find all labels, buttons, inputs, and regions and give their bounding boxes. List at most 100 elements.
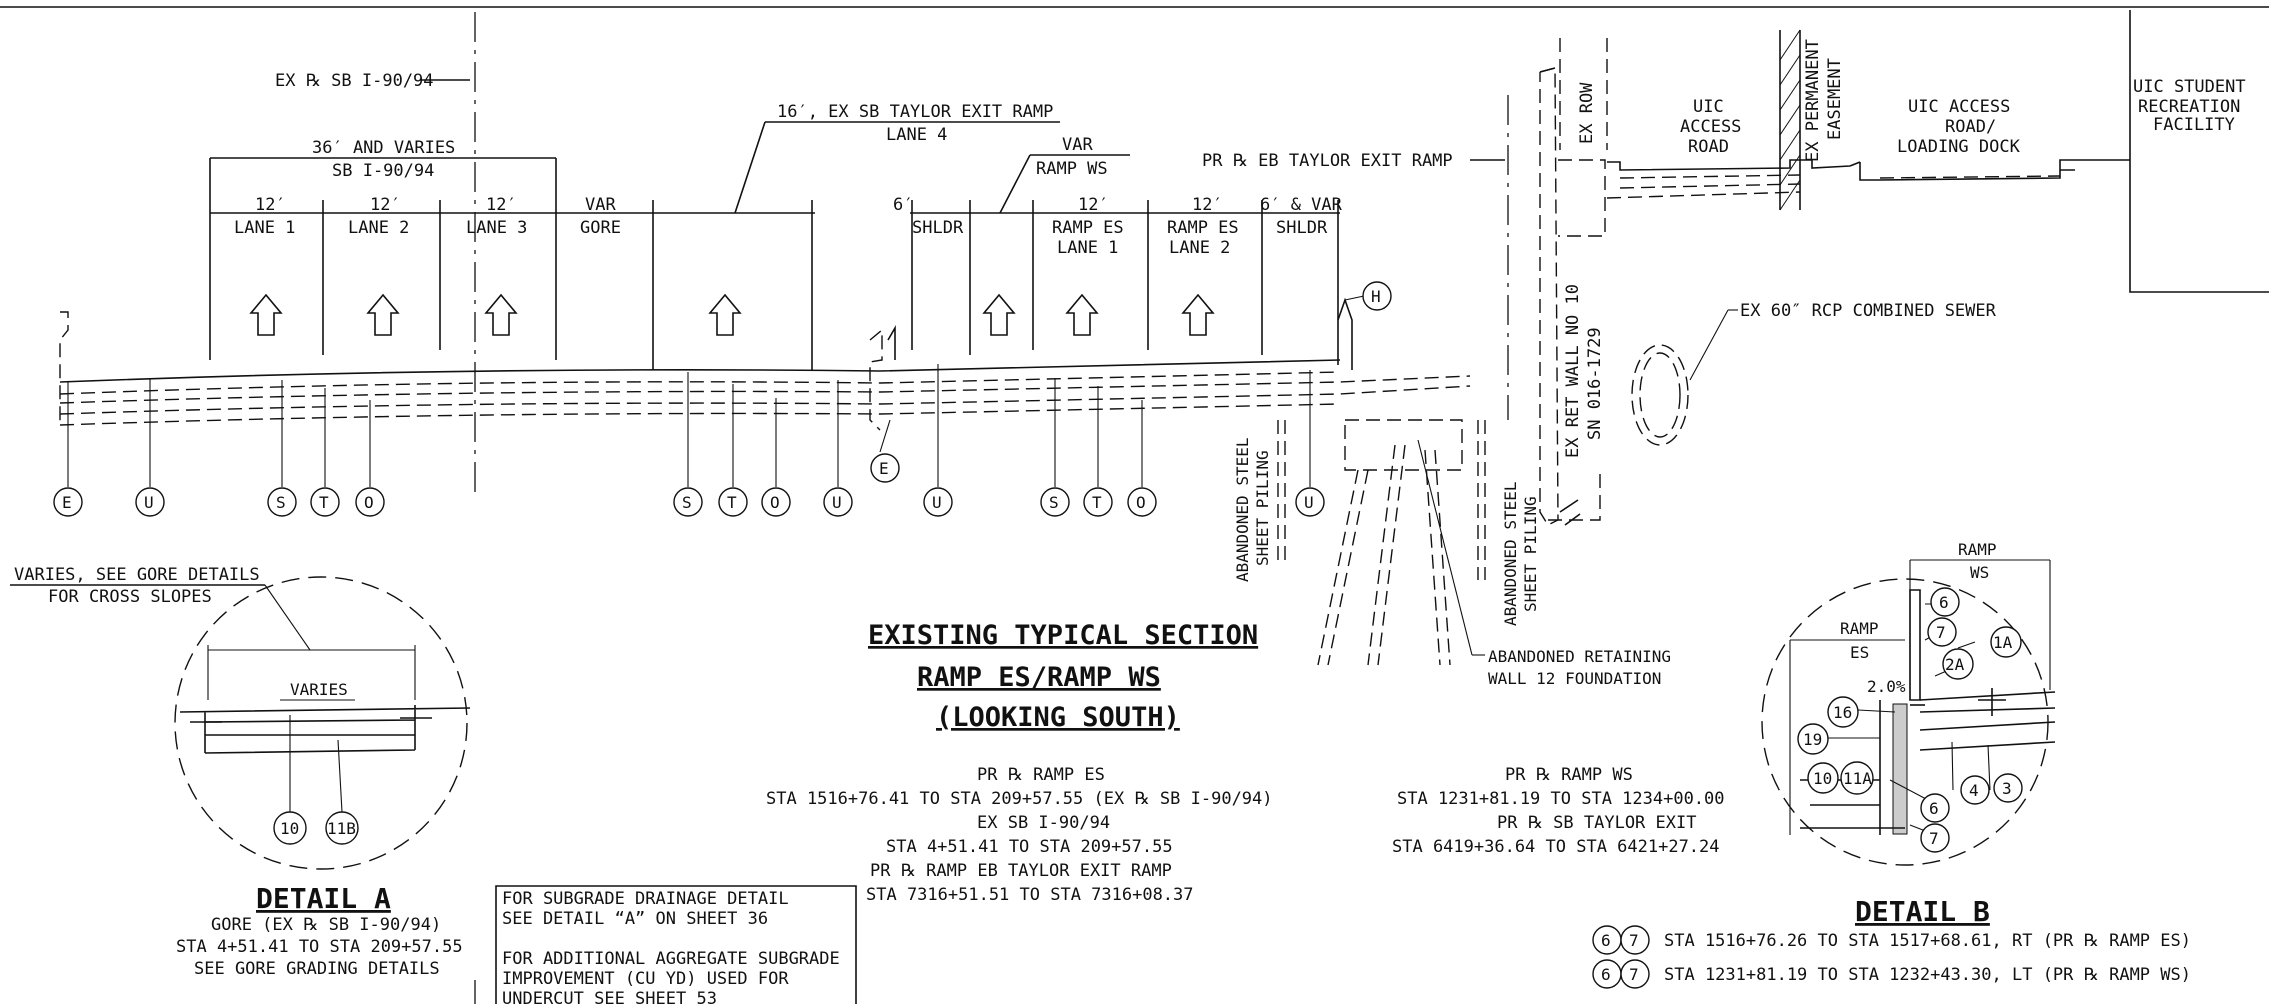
svg-text:7: 7	[1929, 829, 1939, 848]
svg-text:EASEMENT: EASEMENT	[1825, 58, 1845, 140]
svg-text:DETAIL A: DETAIL A	[256, 882, 391, 915]
ramp-es-lane-2: 12′ RAMP ES LANE 2	[1167, 195, 1239, 258]
svg-text:EXISTING TYPICAL SECTION: EXISTING TYPICAL SECTION	[868, 620, 1258, 651]
var-ramp-ws: RAMP WS	[1036, 159, 1108, 179]
svg-text:E: E	[879, 459, 889, 478]
svg-text:ABANDONED STEEL: ABANDONED STEEL	[1501, 482, 1520, 627]
callout-t: T	[310, 487, 340, 517]
callout-o: O	[1127, 487, 1157, 517]
svg-text:WS: WS	[1970, 563, 1989, 582]
pavement-section	[59, 297, 1471, 431]
svg-text:SHLDR: SHLDR	[1276, 218, 1328, 238]
lane-2: 12′ LANE 2	[348, 195, 409, 238]
shoulder-left: 6′ SHLDR	[893, 195, 964, 238]
svg-text:UNDERCUT SEE SHEET 53: UNDERCUT SEE SHEET 53	[502, 989, 717, 1004]
ramp-es-lane-1: 12′ RAMP ES LANE 1	[1052, 195, 1124, 258]
svg-text:U: U	[932, 493, 942, 512]
svg-text:EX ROW: EX ROW	[1577, 82, 1597, 144]
svg-text:UIC ACCESS: UIC ACCESS	[1908, 97, 2010, 117]
svg-text:U: U	[1304, 493, 1314, 512]
svg-text:FOR ADDITIONAL AGGREGATE SUBGR: FOR ADDITIONAL AGGREGATE SUBGRADE	[502, 949, 840, 969]
svg-text:EX RET WALL NO 10: EX RET WALL NO 10	[1563, 284, 1583, 458]
callout-s: S	[673, 487, 703, 517]
dim-36-label: 36′ AND VARIES	[312, 138, 455, 158]
callout-u: U	[923, 487, 953, 517]
sewer-pipe: EX 60″ RCP COMBINED SEWER	[1631, 301, 1997, 446]
callout-s: S	[267, 487, 297, 517]
stations-right: PR ℞ RAMP WS STA 1231+81.19 TO STA 1234+…	[1392, 765, 1725, 857]
stations-left: PR ℞ RAMP ES STA 1516+76.41 TO STA 209+5…	[766, 765, 1273, 905]
svg-text:ES: ES	[1850, 643, 1869, 662]
svg-text:PR ℞ SB TAYLOR EXIT: PR ℞ SB TAYLOR EXIT	[1497, 813, 1696, 833]
svg-text:STA 4+51.41 TO STA 209+57.55: STA 4+51.41 TO STA 209+57.55	[886, 837, 1173, 857]
ex-retaining-wall: EX RET WALL NO 10 SN 016-1729	[1539, 67, 1606, 526]
svg-text:7: 7	[1629, 965, 1639, 984]
callout-e: E	[870, 453, 900, 483]
svg-text:6′ & VAR: 6′ & VAR	[1260, 195, 1343, 215]
detail-b: RAMP WS RAMP ES 2.0% 6 7 1A 2A 16 19 10 …	[1761, 540, 2056, 928]
svg-text:SN 016-1729: SN 016-1729	[1585, 327, 1605, 440]
svg-text:WALL 12 FOUNDATION: WALL 12 FOUNDATION	[1488, 669, 1661, 688]
svg-text:SEE DETAIL “A” ON SHEET 36: SEE DETAIL “A” ON SHEET 36	[502, 909, 768, 929]
svg-text:FACILITY: FACILITY	[2153, 115, 2235, 135]
svg-text:EX PERMANENT: EX PERMANENT	[1803, 39, 1823, 162]
svg-text:RECREATION: RECREATION	[2138, 97, 2240, 117]
svg-text:12′: 12′	[1078, 195, 1109, 215]
svg-text:6: 6	[1929, 799, 1939, 818]
svg-text:10: 10	[280, 819, 299, 838]
callout-t: T	[718, 487, 748, 517]
uic-loading-dock: UIC ACCESS ROAD/ LOADING DOCK	[1800, 97, 2130, 181]
svg-text:7: 7	[1936, 623, 1946, 642]
abandoned-wall-foundation: ABANDONED RETAINING WALL 12 FOUNDATION	[1317, 419, 1671, 688]
svg-text:19: 19	[1803, 730, 1822, 749]
svg-text:STA 6419+36.64 TO STA 6421+27.: STA 6419+36.64 TO STA 6421+27.24	[1392, 837, 1720, 857]
notes-box: FOR SUBGRADE DRAINAGE DETAIL SEE DETAIL …	[495, 885, 857, 1008]
svg-text:UIC: UIC	[1693, 97, 1724, 117]
svg-text:6: 6	[1601, 931, 1611, 950]
svg-text:VARIES, SEE GORE DETAILS: VARIES, SEE GORE DETAILS	[14, 565, 260, 585]
svg-text:S: S	[682, 493, 692, 512]
svg-text:U: U	[832, 493, 842, 512]
svg-text:1A: 1A	[1993, 633, 2013, 652]
lane-1: 12′ LANE 1	[234, 195, 295, 238]
svg-text:LANE 1: LANE 1	[1057, 238, 1118, 258]
svg-text:LANE 2: LANE 2	[348, 218, 409, 238]
svg-text:DETAIL B: DETAIL B	[1855, 895, 1990, 928]
svg-text:S: S	[1049, 493, 1059, 512]
svg-text:RAMP ES/RAMP WS: RAMP ES/RAMP WS	[917, 662, 1161, 693]
svg-text:2.0%: 2.0%	[1867, 677, 1906, 696]
shoulder-right: 6′ & VAR SHLDR	[1260, 195, 1343, 238]
svg-text:T: T	[727, 493, 737, 512]
svg-text:(LOOKING SOUTH): (LOOKING SOUTH)	[936, 702, 1180, 733]
svg-text:E: E	[62, 493, 72, 512]
svg-text:SHLDR: SHLDR	[912, 218, 964, 238]
svg-text:IMPROVEMENT (CU YD) USED FOR: IMPROVEMENT (CU YD) USED FOR	[502, 969, 789, 989]
var-label: VAR	[1062, 135, 1093, 155]
callout-u: U	[823, 487, 853, 517]
svg-text:11A: 11A	[1843, 769, 1872, 788]
svg-text:PR ℞ RAMP ES: PR ℞ RAMP ES	[977, 765, 1105, 785]
svg-text:STA 1231+81.19 TO STA 1234+00.: STA 1231+81.19 TO STA 1234+00.00	[1397, 789, 1725, 809]
ex-row: EX ROW	[1559, 38, 1608, 150]
taylor-exit-label: 16′, EX SB TAYLOR EXIT RAMP	[777, 102, 1053, 122]
svg-text:4: 4	[1969, 781, 1979, 800]
svg-text:12′: 12′	[370, 195, 401, 215]
svg-text:3: 3	[2002, 779, 2012, 798]
callout-t: T	[1083, 487, 1113, 517]
svg-text:6: 6	[1939, 593, 1949, 612]
svg-text:VAR: VAR	[585, 195, 616, 215]
taylor-exit-lane: LANE 4	[886, 125, 947, 145]
svg-text:STA 7316+51.51 TO STA 7316+08.: STA 7316+51.51 TO STA 7316+08.37	[866, 885, 1194, 905]
svg-text:UIC STUDENT: UIC STUDENT	[2133, 77, 2246, 97]
svg-text:FOR SUBGRADE DRAINAGE DETAIL: FOR SUBGRADE DRAINAGE DETAIL	[502, 889, 789, 909]
dim-36-sub: SB I-90/94	[332, 161, 434, 181]
svg-text:ROAD: ROAD	[1688, 137, 1729, 157]
svg-text:T: T	[1092, 493, 1102, 512]
callout-o: O	[761, 487, 791, 517]
svg-text:O: O	[1136, 493, 1146, 512]
svg-text:RAMP: RAMP	[1840, 619, 1879, 638]
svg-text:ABANDONED STEEL: ABANDONED STEEL	[1233, 438, 1252, 583]
svg-text:STA 1231+81.19 TO STA 1232+43.: STA 1231+81.19 TO STA 1232+43.30, LT (PR…	[1664, 965, 2191, 985]
svg-text:6′: 6′	[893, 195, 913, 215]
